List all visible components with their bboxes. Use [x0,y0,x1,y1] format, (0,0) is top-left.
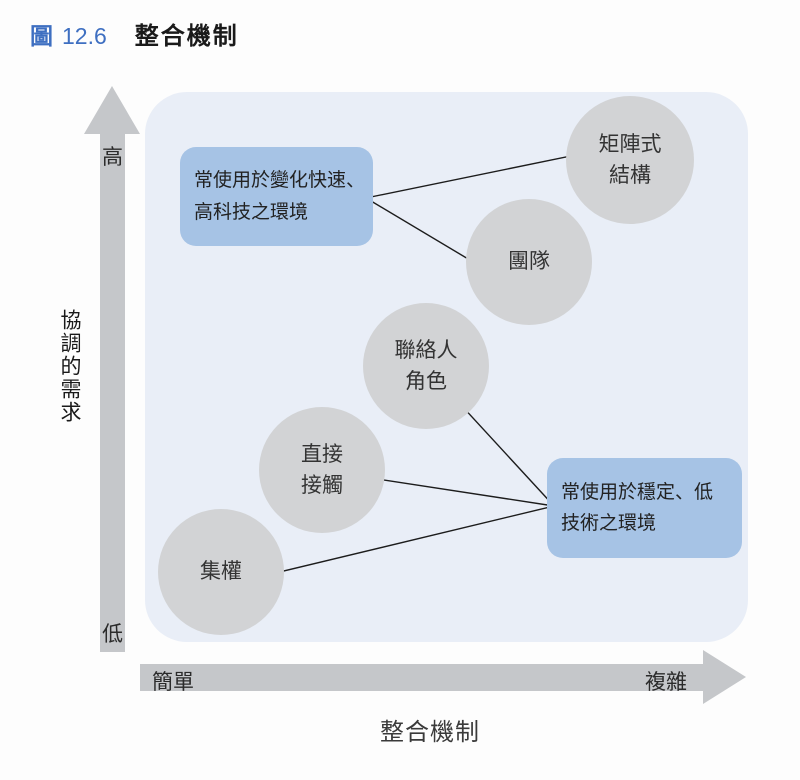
annotation-text: 常使用於穩定、低 技術之環境 [561,481,714,534]
node-liaison-role: 聯絡人 角色 [363,303,489,429]
y-axis-arrow-icon [84,86,140,652]
node-label: 集權 [200,560,242,584]
y-axis-high-label: 高 [102,146,123,169]
x-axis-left-label: 簡單 [152,671,194,694]
x-axis-arrow-icon [140,650,746,704]
x-axis-right-label: 複雜 [645,671,687,694]
node-centralization: 集權 [158,509,284,635]
annotation-text: 常使用於變化快速、 高科技之環境 [194,170,366,223]
y-axis-low-label: 低 [102,623,123,646]
figure-header: 圖 12.6 整合機制 [30,16,239,51]
node-direct-contact: 直接 接觸 [259,407,385,533]
node-label: 直接 接觸 [301,442,343,498]
annotation-high-tech-environment: 常使用於變化快速、 高科技之環境 [180,147,373,246]
figure-number: 12.6 [62,23,107,49]
figure-title: 整合機制 [134,23,239,50]
node-teams: 團隊 [466,199,592,325]
connector-centralization-box2 [237,505,555,583]
annotation-low-tech-environment: 常使用於穩定、低 技術之環境 [547,458,742,558]
y-axis-title: 協調的需求 [58,309,81,424]
figure-label: 圖 [30,23,53,49]
connector-box1-matrix [365,149,601,199]
node-label: 矩陣式 結構 [598,132,662,188]
node-label: 聯絡人 角色 [394,338,458,394]
node-matrix-structure: 矩陣式 結構 [566,96,694,224]
node-label: 團隊 [508,250,550,274]
x-axis-title: 整合機制 [380,719,480,746]
